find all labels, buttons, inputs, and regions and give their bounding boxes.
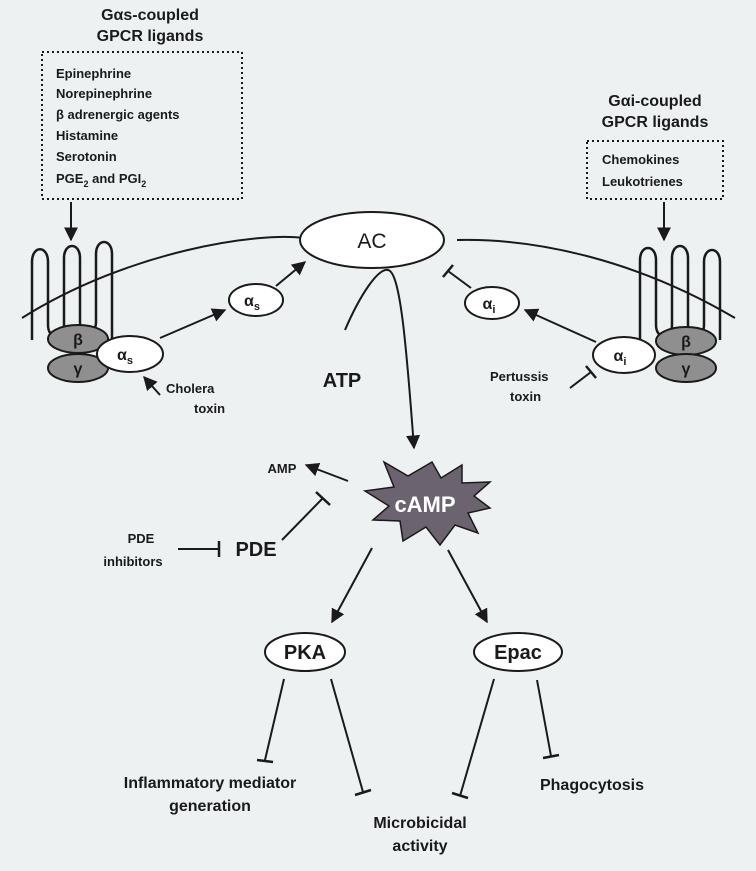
arrow-atp-to-camp (344, 268, 421, 450)
adenylyl-cyclase-node (299, 211, 445, 269)
arrow-camp-to-amp (304, 462, 349, 482)
gi-title-line2: GPCR ligands (602, 114, 709, 131)
inhibit-alpha-i-on-ac (447, 270, 472, 289)
gs-alpha-bound-label: αs (117, 347, 133, 367)
pde-inhibitors-line2: inhibitors (103, 554, 162, 569)
pertussis-label-line1: Pertussis (490, 369, 549, 384)
gs-title-line1: Gαs-coupled (101, 7, 199, 24)
gs-ligand-prostaglandins: PGE2 and PGI2 (56, 171, 146, 189)
gs-ligand-norepinephrine: Norepinephrine (56, 86, 152, 101)
gi-gamma-subunit (655, 353, 717, 383)
ac-label: AC (357, 230, 386, 253)
gs-beta-label: β (73, 332, 83, 349)
pka-node (264, 632, 346, 672)
inhibit-bar-microbicidal-pka (354, 788, 372, 797)
gs-gamma-label: γ (74, 361, 83, 378)
gs-ligand-histamine: Histamine (56, 128, 118, 143)
gi-heterotrimer: β γ αi (592, 326, 717, 383)
amp-label: AMP (268, 461, 297, 476)
pertussis-label-line2: toxin (510, 389, 541, 404)
inhibit-bar-phagocytosis (542, 753, 560, 760)
inhibit-pertussis-on-alpha-i (569, 371, 592, 389)
inhibit-bar-microbicidal-epac (451, 791, 469, 800)
gi-ligand-chemokines: Chemokines (602, 152, 679, 167)
gs-alpha-free-label: αs (244, 293, 260, 313)
outcome-microbicidal-line1: Microbicidal (373, 815, 466, 832)
gs-ligand-box (41, 51, 243, 200)
pde-bar (315, 491, 331, 506)
outcome-inflammatory-line1: Inflammatory mediator (124, 775, 296, 792)
gi-alpha-bound-label: αi (614, 348, 627, 368)
gs-heterotrimer: β γ αs (47, 324, 164, 383)
atp-label: ATP (323, 370, 362, 392)
inhibit-epac-phagocytosis (536, 679, 552, 757)
pde-acts-on-camp (281, 497, 324, 541)
gs-alpha-free (228, 283, 284, 317)
arrow-camp-to-pka (331, 547, 373, 624)
cholera-label-line1: Cholera (166, 381, 215, 396)
inhibit-bar-pertussis (585, 365, 597, 379)
gi-gamma-label: γ (682, 361, 691, 378)
gi-ligand-leukotrienes: Leukotrienes (602, 174, 683, 189)
inhibit-pka-inflammatory (264, 678, 285, 761)
gs-gpcr-receptor (30, 240, 114, 340)
gs-ligand-beta-adrenergic: β adrenergic agents (56, 107, 180, 122)
pde-label: PDE (235, 539, 276, 561)
outcome-phagocytosis: Phagocytosis (540, 777, 644, 794)
inhibit-bar-ac (442, 264, 454, 278)
inhibit-epac-microbicidal (459, 678, 495, 797)
inhibit-pka-microbicidal (330, 678, 364, 793)
gs-ligand-serotonin: Serotonin (56, 149, 117, 164)
gi-title-line1: Gαi-coupled (608, 93, 701, 110)
gs-title-line2: GPCR ligands (97, 28, 204, 45)
epac-label: Epac (494, 642, 542, 664)
inhibit-bar-inflammatory (256, 758, 274, 764)
gi-alpha-bound (592, 336, 656, 374)
gi-ligand-box (586, 140, 724, 200)
arrow-alpha-i-release (523, 308, 597, 343)
arrow-alpha-s-activates-ac (275, 261, 307, 287)
camp-starburst (362, 460, 493, 547)
gs-alpha-bound (96, 335, 164, 373)
epac-node (473, 632, 563, 672)
pka-label: PKA (284, 642, 326, 664)
gs-ligand-epinephrine: Epinephrine (56, 66, 131, 81)
arrow-alpha-s-release (159, 308, 227, 339)
pde-inhibitors-line1: PDE (128, 531, 155, 546)
cholera-label-line2: toxin (194, 401, 225, 416)
gi-alpha-free (464, 286, 520, 320)
outcome-microbicidal-line2: activity (392, 838, 447, 855)
gs-ligand-group: Gαs-coupled GPCR ligands Epinephrine Nor… (41, 7, 243, 200)
gi-beta-label: β (681, 334, 691, 351)
arrow-cholera-toxin (143, 375, 161, 396)
gi-gpcr-receptor (638, 244, 722, 340)
gi-ligand-group: Gαi-coupled GPCR ligands Chemokines Leuk… (586, 93, 724, 200)
outcome-inflammatory-line2: generation (169, 798, 251, 815)
gi-alpha-free-label: αi (483, 296, 496, 316)
camp-label: cAMP (394, 492, 455, 517)
arrow-camp-to-epac (447, 549, 488, 624)
membrane-right (456, 238, 736, 319)
